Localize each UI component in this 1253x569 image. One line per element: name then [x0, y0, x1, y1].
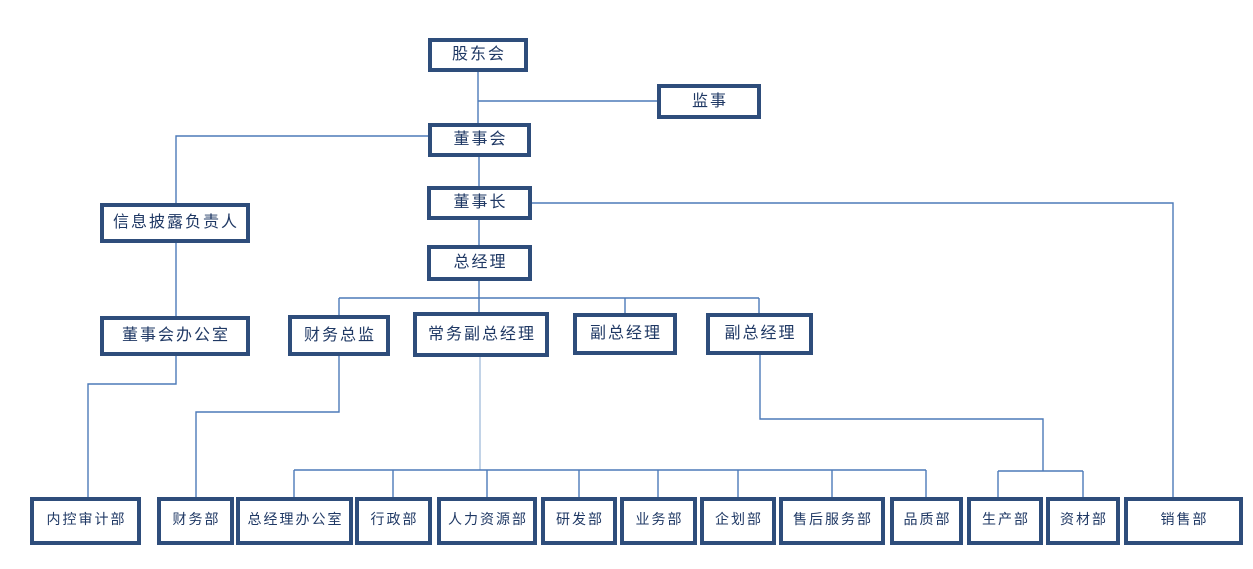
org-node-label-after-sales-dept: 售后服务部 — [793, 513, 873, 528]
org-node-label-business-dept: 业务部 — [635, 513, 684, 528]
org-node-internal-audit-dept: 内控审计部 — [30, 497, 141, 545]
org-node-materials-dept: 资材部 — [1046, 497, 1120, 545]
org-node-rd-dept: 研发部 — [541, 497, 617, 545]
org-node-planning-dept: 企划部 — [700, 497, 776, 545]
org-node-admin-dept: 行政部 — [355, 497, 432, 545]
org-node-label-board-office: 董事会办公室 — [121, 327, 230, 344]
org-node-after-sales-dept: 售后服务部 — [779, 497, 885, 545]
connector-board-to-info-disclosure — [175, 135, 428, 203]
org-node-sales-dept: 销售部 — [1124, 497, 1243, 545]
org-node-label-executive-deputy-gm: 常务副总经理 — [427, 325, 536, 343]
org-node-finance-dept: 财务部 — [157, 497, 234, 545]
org-node-label-gm-office: 总经理办公室 — [247, 513, 344, 528]
org-node-hr-dept: 人力资源部 — [437, 497, 537, 545]
org-node-label-internal-audit-dept: 内控审计部 — [46, 513, 127, 528]
org-node-general-manager: 总经理 — [427, 245, 532, 281]
org-node-label-hr-dept: 人力资源部 — [448, 513, 528, 528]
org-node-label-info-disclosure-officer: 信息披露负责人 — [112, 214, 239, 231]
org-node-label-board-of-directors: 董事会 — [453, 131, 508, 148]
org-node-board-office: 董事会办公室 — [100, 316, 250, 356]
org-node-deputy-gm-2: 副总经理 — [706, 313, 813, 355]
org-node-label-production-dept: 生产部 — [982, 513, 1030, 528]
org-node-label-rd-dept: 研发部 — [556, 513, 604, 528]
org-node-label-deputy-gm-1: 副总经理 — [589, 325, 662, 342]
org-node-gm-office: 总经理办公室 — [236, 497, 353, 545]
org-node-chairman: 董事长 — [427, 186, 532, 220]
org-node-info-disclosure-officer: 信息披露负责人 — [100, 203, 250, 243]
connector-deputy-gm-2-branch — [759, 355, 1044, 471]
org-node-production-dept: 生产部 — [967, 497, 1043, 545]
org-node-label-chairman: 董事长 — [453, 194, 508, 211]
org-node-label-shareholders-meeting: 股东会 — [451, 46, 506, 63]
org-node-quality-dept: 品质部 — [890, 497, 963, 545]
org-node-label-finance-director: 财务总监 — [303, 326, 376, 344]
org-node-label-deputy-gm-2: 副总经理 — [724, 325, 797, 342]
org-node-executive-deputy-gm: 常务副总经理 — [413, 312, 549, 357]
org-node-business-dept: 业务部 — [620, 497, 697, 545]
connector-chairman-to-sales-dept — [532, 202, 1174, 497]
org-node-label-finance-dept: 财务部 — [172, 513, 221, 528]
org-node-label-admin-dept: 行政部 — [370, 513, 419, 528]
org-node-shareholders-meeting: 股东会 — [428, 38, 528, 72]
org-node-board-of-directors: 董事会 — [428, 123, 531, 157]
org-node-label-supervisor: 监事 — [691, 92, 728, 110]
org-node-finance-director: 财务总监 — [288, 315, 390, 356]
org-node-label-sales-dept: 销售部 — [1160, 513, 1209, 528]
org-node-label-general-manager: 总经理 — [453, 254, 508, 271]
org-node-label-planning-dept: 企划部 — [715, 513, 763, 528]
org-node-label-materials-dept: 资材部 — [1060, 513, 1108, 528]
org-node-deputy-gm-1: 副总经理 — [573, 313, 677, 355]
org-node-label-quality-dept: 品质部 — [903, 513, 952, 528]
org-node-supervisor: 监事 — [657, 84, 761, 119]
connector-finance-director-to-finance-dept — [195, 356, 340, 497]
connector-board-office-to-internal-audit — [87, 356, 177, 497]
